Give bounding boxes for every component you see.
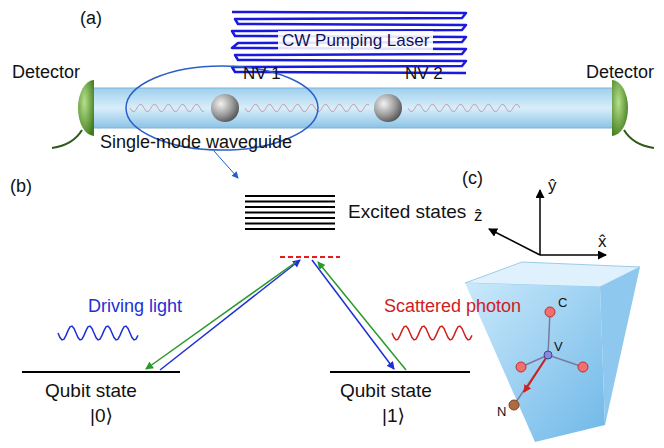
- nitrogen-atom: [509, 400, 519, 410]
- detector-wire: [52, 130, 82, 148]
- atom-label: N: [497, 405, 506, 420]
- atom-label: C: [558, 296, 567, 311]
- y-axis: [539, 190, 541, 255]
- panel-label: (c): [462, 168, 483, 189]
- light-label: Driving light: [88, 296, 182, 317]
- state-label: Qubit state: [45, 380, 137, 402]
- axis-label: ẑ: [474, 206, 483, 226]
- carbon-atom: [516, 362, 526, 372]
- driving-wave: [58, 326, 138, 340]
- state-label: Qubit state: [340, 380, 432, 402]
- bonds: [516, 312, 583, 402]
- axis-label: ŷ: [548, 176, 557, 196]
- virtual-level: [280, 256, 340, 258]
- nv-label: NV 2: [405, 64, 443, 84]
- nv-center: [211, 94, 239, 122]
- waveguide: [93, 88, 613, 128]
- ground-level: [22, 371, 180, 373]
- pump-laser: [232, 12, 466, 73]
- state-ket: |0⟩: [90, 405, 113, 427]
- scattered-wave: [392, 326, 472, 340]
- photon-label: Scattered photon: [384, 296, 521, 317]
- waveguide-label: Single-mode waveguide: [100, 132, 292, 153]
- detector: [78, 80, 94, 136]
- carbon-atom: [545, 307, 555, 317]
- ground-level: [330, 371, 470, 373]
- scatter-arrow: [312, 260, 394, 369]
- axis-label: x̂: [598, 232, 607, 252]
- nv-center: [374, 94, 402, 122]
- detector-label: Detector: [12, 62, 80, 83]
- excited-levels: [245, 196, 335, 229]
- zoom-arrow: [214, 151, 238, 178]
- atom-label: V: [554, 340, 563, 355]
- x-axis: [540, 254, 606, 256]
- z-axis: [489, 229, 540, 255]
- detector-wire: [624, 130, 654, 148]
- carbon-atom: [578, 362, 588, 372]
- guided-mode: [130, 104, 520, 112]
- laser-label: CW Pumping Laser: [278, 31, 433, 51]
- level-label: Excited states: [348, 201, 466, 223]
- panel-label: (b): [10, 176, 32, 197]
- detector-label: Detector: [586, 62, 654, 83]
- vacancy: [544, 351, 552, 359]
- detector: [612, 80, 628, 136]
- panel-label: (a): [80, 8, 102, 29]
- nv-label: NV 1: [243, 64, 281, 84]
- crystal-side: [600, 267, 640, 425]
- state-ket: |1⟩: [382, 405, 405, 427]
- nv-axis-arrow: [524, 355, 548, 392]
